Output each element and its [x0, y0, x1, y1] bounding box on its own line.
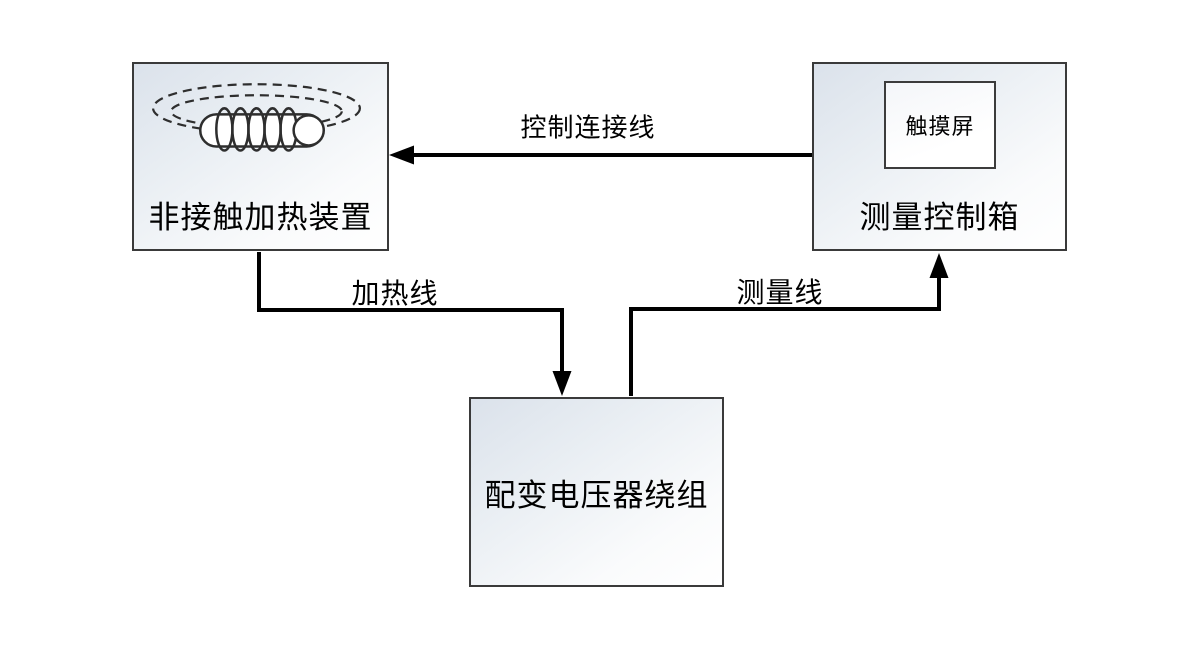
touch-screen-panel: 触摸屏 — [884, 81, 996, 169]
arrowhead-up-icon — [929, 253, 949, 278]
transformer-winding-label: 配变电压器绕组 — [484, 477, 709, 513]
touch-screen-label: 触摸屏 — [905, 114, 975, 139]
heating-line-label: 加热线 — [351, 278, 439, 309]
control-connection-label: 控制连接线 — [520, 112, 656, 143]
heating-device-label: 非接触加热装置 — [148, 200, 373, 235]
control-box-label: 测量控制箱 — [859, 200, 1020, 235]
arrowhead-left-icon — [389, 145, 414, 165]
node-transformer-winding: 配变电压器绕组 — [469, 397, 724, 587]
node-heating-device: 非接触加热装置 — [132, 62, 389, 251]
control-connection-arrow — [389, 145, 812, 165]
arrowhead-down-icon — [552, 371, 572, 396]
measurement-line-label: 测量线 — [736, 277, 824, 308]
node-measurement-control-box: 触摸屏 测量控制箱 — [812, 62, 1067, 251]
induction-coil-icon — [151, 83, 361, 152]
